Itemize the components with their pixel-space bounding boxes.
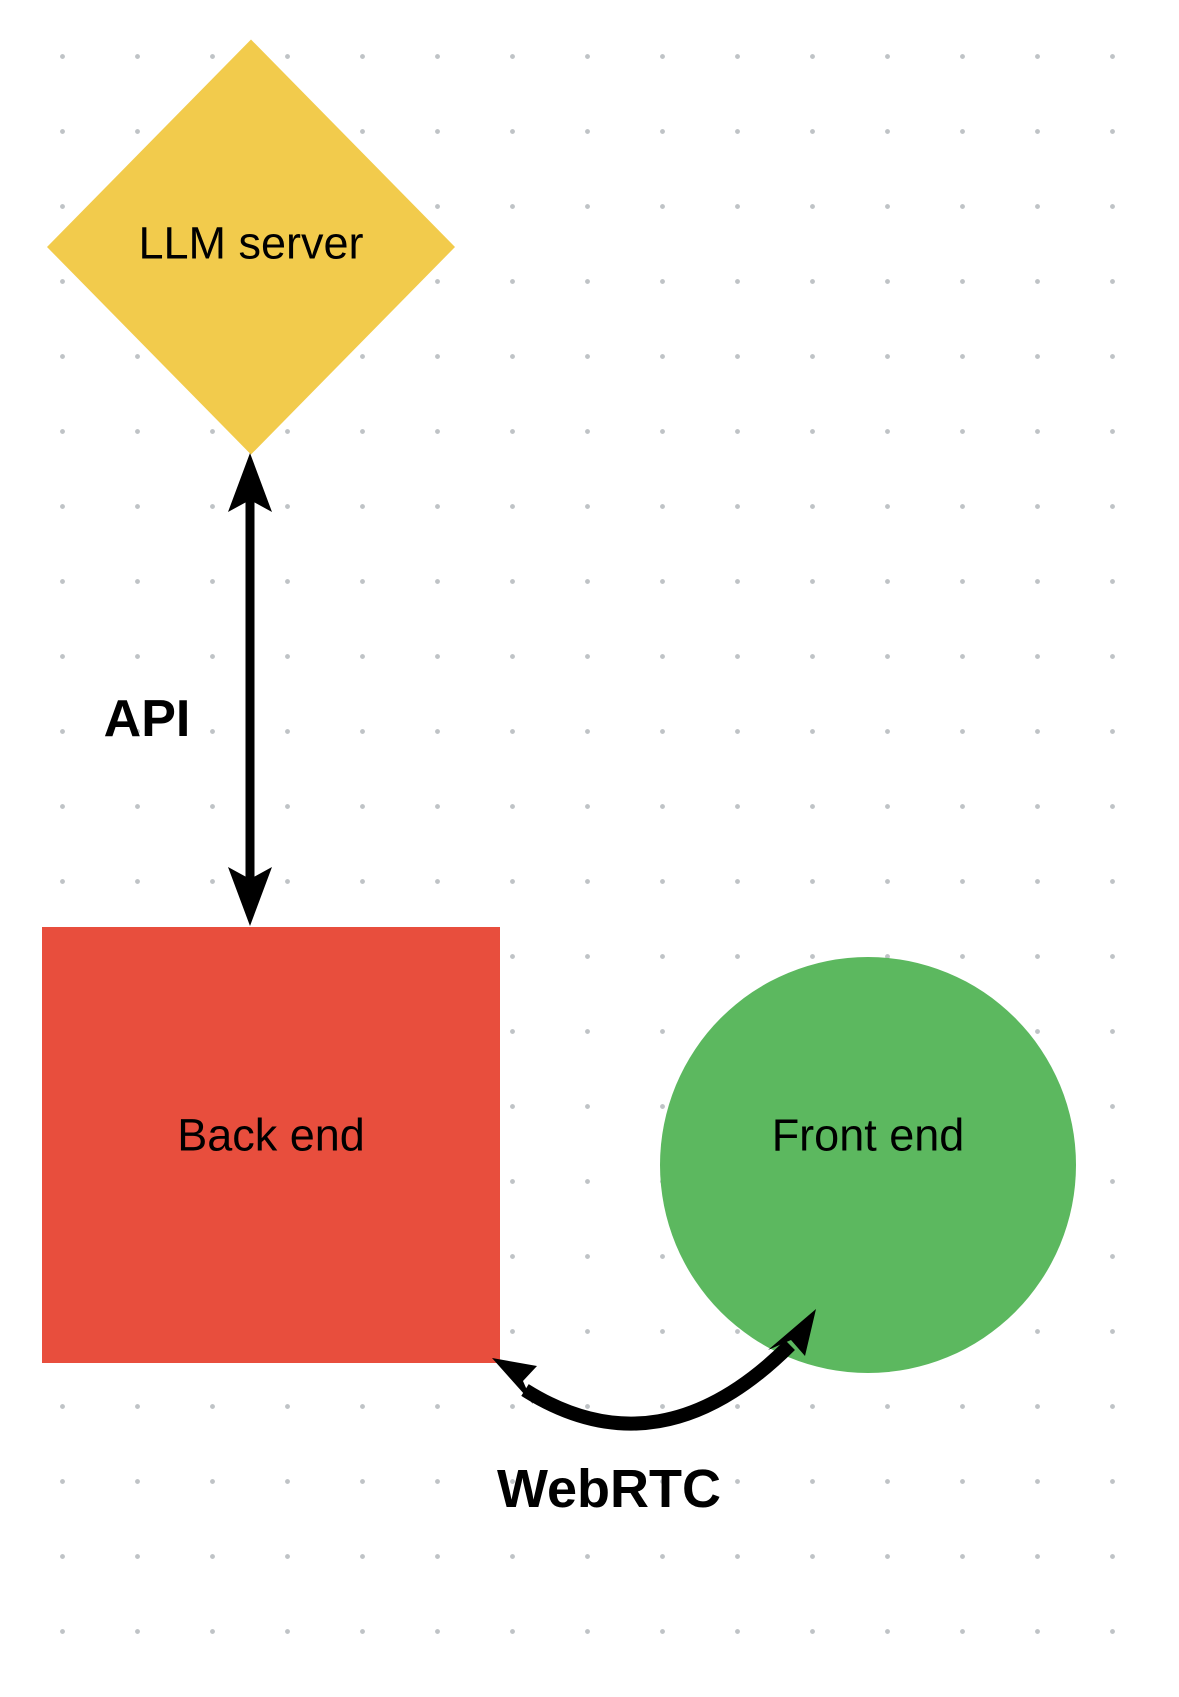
node-back-end-rectangle[interactable] bbox=[42, 927, 500, 1363]
edge-api-arrowhead-down bbox=[228, 867, 272, 926]
node-front-end-circle[interactable] bbox=[660, 957, 1076, 1373]
edge-api-arrow[interactable] bbox=[228, 453, 272, 926]
edge-api-arrowhead-up bbox=[228, 453, 272, 512]
edge-webrtc-arrowhead-left bbox=[492, 1358, 537, 1404]
edge-webrtc-arrow[interactable] bbox=[492, 1309, 816, 1431]
edge-webrtc-arrowhead-right bbox=[768, 1309, 816, 1356]
node-llm-server-diamond[interactable] bbox=[47, 39, 455, 455]
edge-webrtc-curve bbox=[521, 1340, 795, 1431]
